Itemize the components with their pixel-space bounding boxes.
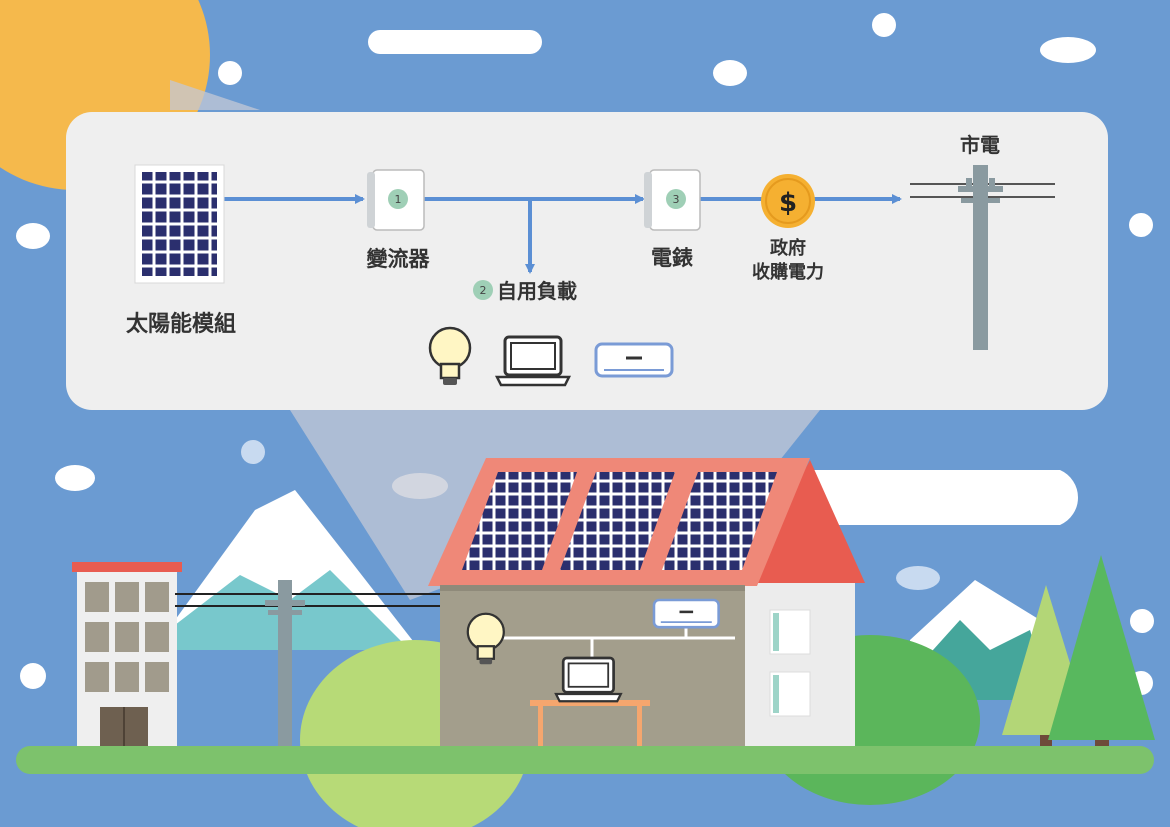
light-bulb-icon — [466, 612, 505, 665]
meter-label: 電錶 — [651, 246, 693, 270]
solar-module-label: 太陽能模組 — [126, 311, 236, 337]
self-load-number-badge — [473, 280, 493, 300]
cloud-dot — [896, 566, 940, 590]
clouds — [16, 13, 1154, 695]
dollar-symbol: $ — [779, 188, 797, 218]
laptop-icon — [554, 656, 623, 703]
laptop-icon — [494, 335, 572, 387]
utility-pole — [175, 580, 440, 750]
cloud-dot — [241, 440, 265, 464]
solar-module-icon — [134, 164, 225, 284]
roof-solar-panel — [662, 472, 777, 570]
roof-solar-panel — [560, 472, 675, 570]
air-conditioner-icon — [594, 342, 674, 378]
house — [428, 458, 865, 750]
diagram-card — [66, 112, 1108, 410]
air-conditioner-icon — [652, 598, 720, 629]
light-bulb-icon — [428, 326, 472, 385]
inverter-icon — [367, 169, 425, 231]
government-label-line1: 政府 — [770, 237, 806, 259]
self-load-number: 2 — [480, 284, 487, 297]
meter-number: 3 — [673, 193, 680, 206]
light-beam — [170, 80, 260, 110]
inverter-number: 1 — [395, 193, 402, 206]
grid-label: 市電 — [960, 133, 1000, 157]
government-label-line2: 收購電力 — [752, 261, 824, 283]
self-load-label: 自用負載 — [497, 279, 577, 303]
inverter-label: 變流器 — [367, 247, 431, 271]
meter-icon — [644, 169, 701, 231]
grid-pole-icon — [910, 165, 1055, 350]
roof-solar-panel — [462, 472, 577, 570]
dollar-coin-icon — [761, 174, 815, 228]
apartment-building — [72, 562, 182, 750]
flow-arrows — [224, 194, 902, 274]
ground — [16, 746, 1154, 774]
